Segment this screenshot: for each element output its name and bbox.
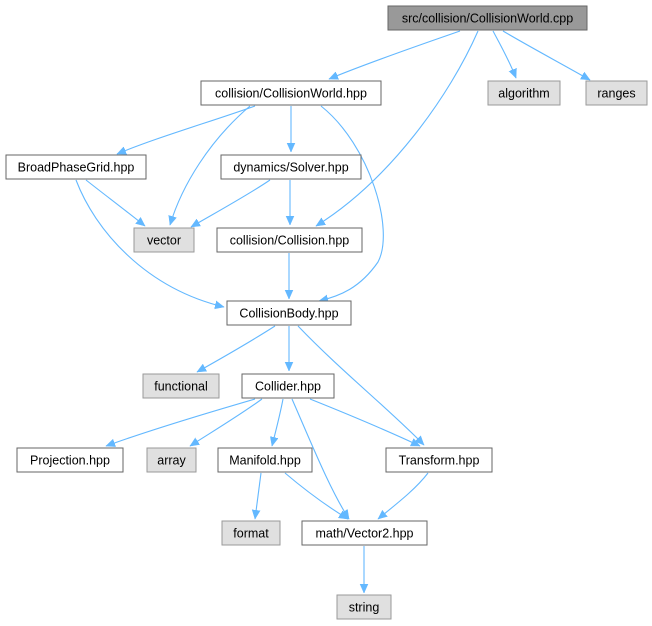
node-collisionworld-cpp[interactable]: src/collision/CollisionWorld.cpp: [387, 5, 588, 31]
node-transform-hpp[interactable]: Transform.hpp: [385, 447, 493, 473]
edge-cw_hpp-to-vector: [170, 105, 251, 225]
node-collisionbody-hpp[interactable]: CollisionBody.hpp: [226, 300, 352, 326]
edge-collider-to-vector2: [291, 398, 350, 519]
dependency-nodes: src/collision/CollisionWorld.cpp collisi…: [5, 5, 648, 620]
node-label: Transform.hpp: [399, 454, 480, 468]
node-label: Collider.hpp: [255, 380, 321, 394]
edge-collider-to-projection: [106, 398, 256, 446]
node-array[interactable]: array: [146, 447, 197, 473]
node-label: CollisionBody.hpp: [239, 307, 338, 321]
edge-bpg-to-vector: [85, 179, 145, 227]
node-functional[interactable]: functional: [142, 373, 220, 399]
node-broadphasegrid-hpp[interactable]: BroadPhaseGrid.hpp: [5, 154, 147, 180]
edge-collider-to-array: [190, 398, 263, 447]
edge-root-to-cw_hpp: [329, 30, 461, 79]
node-label: math/Vector2.hpp: [316, 527, 414, 541]
node-vector[interactable]: vector: [133, 227, 195, 253]
node-projection-hpp[interactable]: Projection.hpp: [16, 447, 124, 473]
node-label: collision/CollisionWorld.hpp: [215, 87, 367, 101]
edge-collider-to-manifold: [272, 398, 284, 446]
node-label: BroadPhaseGrid.hpp: [18, 161, 135, 175]
node-collision-hpp[interactable]: collision/Collision.hpp: [216, 227, 363, 253]
dependency-edges: [75, 30, 590, 593]
node-label: Manifold.hpp: [229, 454, 301, 468]
node-label: vector: [147, 234, 181, 248]
node-label: Projection.hpp: [30, 454, 110, 468]
edge-cw_hpp-to-body: [319, 105, 384, 301]
edge-solver-to-vector: [191, 179, 271, 228]
edge-root-to-collision: [316, 30, 479, 227]
node-label: algorithm: [498, 87, 549, 101]
node-vector2-hpp[interactable]: math/Vector2.hpp: [301, 520, 428, 546]
node-manifold-hpp[interactable]: Manifold.hpp: [217, 447, 313, 473]
edge-transform-to-vector2: [378, 472, 429, 520]
edge-collider-to-transform: [309, 398, 420, 447]
node-solver-hpp[interactable]: dynamics/Solver.hpp: [220, 154, 362, 180]
node-label: collision/Collision.hpp: [230, 234, 350, 248]
edge-cw_hpp-to-bpg: [117, 105, 256, 155]
edge-manifold-to-vector2: [284, 472, 348, 520]
node-label: format: [233, 527, 269, 541]
edge-body-to-functional: [197, 325, 276, 373]
node-collider-hpp[interactable]: Collider.hpp: [241, 373, 335, 399]
edge-root-to-ranges: [502, 30, 590, 81]
node-format[interactable]: format: [221, 520, 281, 546]
node-collisionworld-hpp[interactable]: collision/CollisionWorld.hpp: [200, 80, 382, 106]
edge-manifold-to-format: [255, 472, 262, 519]
node-string[interactable]: string: [336, 594, 392, 620]
node-label: array: [157, 454, 186, 468]
node-algorithm[interactable]: algorithm: [487, 80, 561, 106]
edge-body-to-transform: [297, 325, 424, 445]
node-label: src/collision/CollisionWorld.cpp: [402, 12, 573, 26]
node-label: ranges: [597, 87, 635, 101]
node-ranges[interactable]: ranges: [585, 80, 648, 106]
edge-bpg-to-body: [75, 179, 224, 307]
node-label: functional: [154, 380, 208, 394]
node-label: string: [349, 601, 380, 615]
node-label: dynamics/Solver.hpp: [233, 161, 348, 175]
edge-root-to-algorithm: [492, 30, 516, 78]
